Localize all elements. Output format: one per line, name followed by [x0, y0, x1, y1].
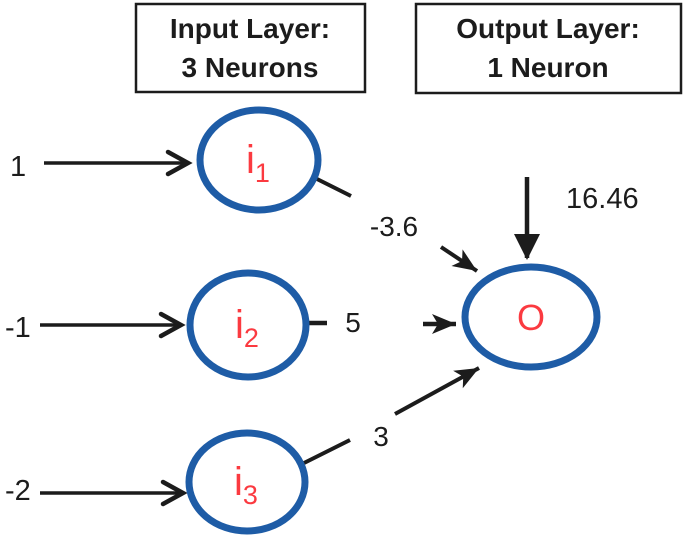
neuron-i2-circle — [186, 269, 310, 381]
neuron-i1-label-main: i — [246, 138, 255, 182]
neuron-output-circle — [461, 263, 601, 371]
neuron-i2-label-main: i — [235, 303, 244, 347]
connection-i3-o-segment — [303, 438, 351, 465]
neuron-i3-circle — [185, 429, 309, 535]
connection-i1-o-arrow — [439, 245, 479, 273]
output-layer-box: Output Layer: 1 Neuron — [414, 2, 683, 95]
output-layer-title-line1: Output Layer: — [456, 13, 640, 44]
neuron-i3-label-main: i — [234, 460, 243, 504]
neuron-i1-label: i1 — [246, 138, 270, 188]
bias-value: 16.46 — [566, 183, 639, 215]
input-value-3: -2 — [5, 475, 31, 507]
output-layer-title-line2: 1 Neuron — [487, 52, 608, 83]
input-value-1: 1 — [10, 151, 26, 183]
neuron-output-label: O — [517, 297, 545, 338]
neuron-i2-label-sub: 2 — [244, 323, 259, 353]
connection-i1-o-segment — [310, 174, 352, 198]
weight-i3-o: 3 — [373, 421, 389, 452]
input-layer-box-border — [134, 2, 367, 94]
neuron-i1-circle — [196, 106, 322, 214]
neuron-i3-label-sub: 3 — [243, 480, 258, 510]
input-value-2: -1 — [5, 312, 31, 344]
neuron-i3-label: i3 — [234, 460, 258, 510]
connection-i3-o-arrow — [394, 366, 480, 416]
input-layer-title-line1: Input Layer: — [170, 13, 330, 44]
weight-i2-o: 5 — [345, 307, 361, 338]
input-layer-box: Input Layer: 3 Neurons — [134, 2, 367, 94]
input-layer-title-line2: 3 Neurons — [182, 52, 319, 83]
output-layer-box-border — [414, 2, 683, 95]
neuron-i2-label: i2 — [235, 303, 259, 353]
neuron-i1-label-sub: 1 — [255, 158, 270, 188]
weight-i1-o: -3.6 — [370, 211, 418, 242]
